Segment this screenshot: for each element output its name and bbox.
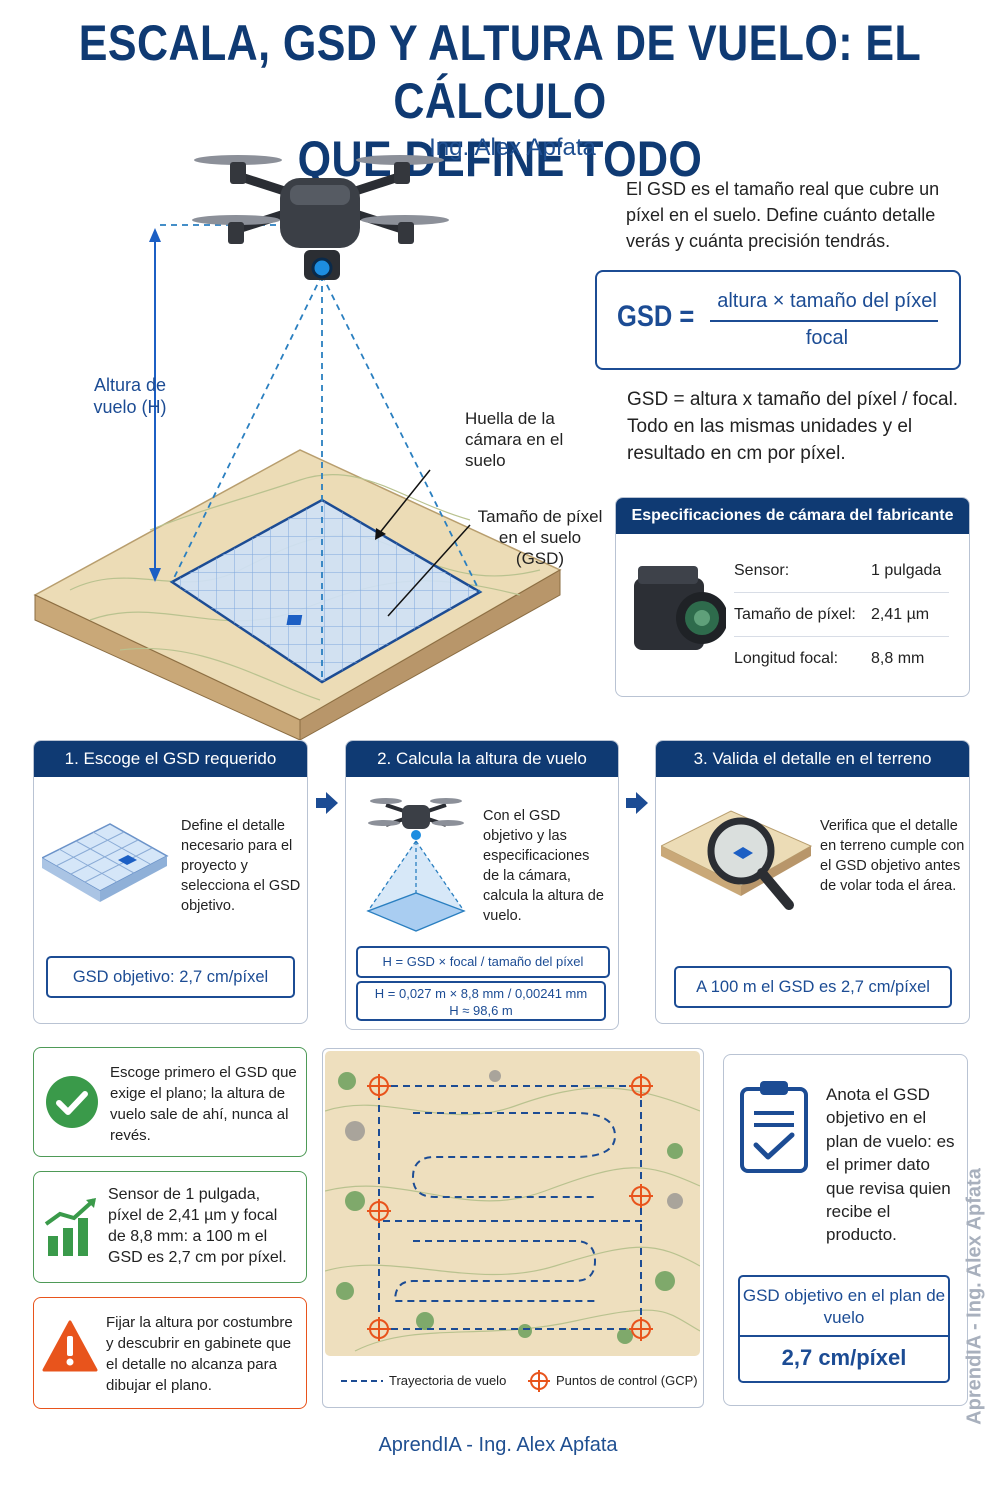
- tip-card-warning: Fijar la altura por costumbre y descubri…: [33, 1297, 307, 1409]
- gsd-plan-box: GSD objetivo en el plan de vuelo 2,7 cm/…: [738, 1275, 950, 1383]
- step-1-title: 1. Escoge el GSD requerido: [34, 741, 307, 777]
- author: Ing. Alex Apfata: [429, 134, 596, 161]
- camera-specs-panel: Especificaciones de cámara del fabricant…: [615, 497, 970, 697]
- footprint-label: Huella de la cámara en el suelo: [465, 409, 564, 470]
- formula-explanation: GSD = altura x tamaño del píxel / focal.…: [627, 389, 959, 464]
- tip-card-text: Sensor de 1 pulgada, píxel de 2,41 µm y …: [108, 1186, 287, 1266]
- step-3-pill: A 100 m el GSD es 2,7 cm/píxel: [674, 966, 952, 1008]
- formula-denominator: focal: [805, 327, 849, 349]
- arrow-right-icon: [316, 792, 338, 814]
- gsd-plan-value: 2,7 cm/píxel: [781, 1345, 907, 1370]
- step-3-panel: 3. Valida el detalle en el terreno Verif…: [655, 740, 970, 1024]
- step-3-title: 3. Valida el detalle en el terreno: [656, 741, 969, 777]
- step-1-pill: GSD objetivo: 2,7 cm/píxel: [46, 956, 295, 998]
- spec-value: 2,41 µm: [871, 606, 930, 623]
- tip-card-stats: Sensor de 1 pulgada, píxel de 2,41 µm y …: [33, 1171, 307, 1283]
- title-line-1: ESCALA, GSD Y ALTURA DE VUELO: EL CÁLCUL…: [78, 15, 922, 129]
- footer-credit: AprendIA - Ing. Alex Apfata: [378, 1434, 618, 1456]
- step-2-calc-line-2: H ≈ 98,6 m: [449, 1003, 513, 1018]
- check-icon: [46, 1076, 98, 1128]
- gsd-formula-box: GSD = altura × tamaño del píxel focal: [595, 270, 961, 370]
- spec-row-sensor: Sensor: 1 pulgada: [734, 549, 949, 593]
- flight-plan-note-panel: Anota el GSD objetivo en el plan de vuel…: [723, 1054, 968, 1406]
- step-2-calc-line-1: H = 0,027 m × 8,8 mm / 0,00241 mm: [374, 986, 588, 1001]
- height-label: Altura de vuelo (H): [93, 375, 167, 417]
- drone-footprint-diagram: [33, 155, 562, 740]
- camera-icon: [634, 566, 726, 650]
- tip-card-text: Fijar la altura por costumbre y descubri…: [106, 1314, 293, 1394]
- tip-card-check: Escoge primero el GSD que exige el plano…: [33, 1047, 307, 1157]
- flight-path-legend-icon: [341, 1380, 383, 1382]
- step-2-formula: H = GSD × focal / tamaño del píxel: [356, 946, 610, 978]
- drone-icon: [192, 155, 449, 280]
- note-text: Anota el GSD objetivo en el plan de vuel…: [826, 1085, 955, 1245]
- spec-value: 1 pulgada: [871, 562, 942, 579]
- spec-row-pixel-size: Tamaño de píxel: 2,41 µm: [734, 593, 949, 637]
- legend-gcp: Puntos de control (GCP): [556, 1373, 698, 1388]
- bar-chart-icon: [44, 1198, 96, 1256]
- gsd-label: Tamaño de píxel en el suelo (GSD): [477, 507, 603, 568]
- warning-icon: [42, 1320, 98, 1372]
- spec-label: Tamaño de píxel:: [734, 606, 856, 623]
- grid-tile-icon: [42, 823, 169, 902]
- formula-divider: [710, 320, 938, 322]
- height-arrow: [149, 228, 161, 582]
- gsd-pixel: [286, 615, 303, 625]
- step-2-title: 2. Calcula la altura de vuelo: [346, 741, 618, 777]
- spec-label: Longitud focal:: [734, 650, 839, 667]
- formula-numerator: altura × tamaño del píxel: [717, 290, 937, 312]
- flight-path: [378, 1085, 642, 1330]
- formula-lhs: GSD =: [617, 300, 695, 333]
- flight-plan-map: [325, 1051, 700, 1356]
- vertical-watermark: AprendIA - Ing. Alex Apfata: [955, 1145, 995, 1455]
- gcp-legend-icon: [528, 1370, 550, 1392]
- spec-value: 8,8 mm: [871, 650, 925, 667]
- tip-card-text: Escoge primero el GSD que exige el plano…: [110, 1064, 297, 1144]
- flight-plan-map-panel: Trayectoria de vuelo Puntos de control (…: [322, 1048, 704, 1408]
- step-2-panel: 2. Calcula la altura de vuelo Con el GSD…: [345, 740, 619, 1030]
- arrow-right-icon: [626, 792, 648, 814]
- gsd-plan-divider: [740, 1335, 948, 1337]
- intro-text: El GSD es el tamaño real que cubre un pí…: [626, 179, 940, 251]
- legend-flight-path: Trayectoria de vuelo: [389, 1373, 507, 1388]
- step-2-text: Con el GSD objetivo y las especificacion…: [483, 808, 604, 924]
- gsd-plan-label: GSD objetivo en el plan de vuelo: [742, 1286, 946, 1327]
- spec-label: Sensor:: [734, 562, 790, 579]
- watermark-text: AprendIA - Ing. Alex Apfata: [963, 1168, 986, 1425]
- step-2-calculation: H = 0,027 m × 8,8 mm / 0,00241 mm H ≈ 98…: [356, 981, 606, 1021]
- step-3-text: Verifica que el detalle en terreno cumpl…: [820, 818, 965, 894]
- specs-title: Especificaciones de cámara del fabricant…: [616, 498, 969, 534]
- step-1-text: Define el detalle necesario para el proy…: [181, 818, 301, 914]
- magnifier-terrain-icon: [661, 810, 813, 910]
- step-1-panel: 1. Escoge el GSD requerido Define el det…: [33, 740, 308, 1024]
- spec-row-focal: Longitud focal: 8,8 mm: [734, 637, 949, 680]
- page-title: ESCALA, GSD Y ALTURA DE VUELO: EL CÁLCUL…: [70, 14, 930, 188]
- drone-calc-icon: [366, 798, 466, 932]
- clipboard-check-icon: [740, 1081, 808, 1173]
